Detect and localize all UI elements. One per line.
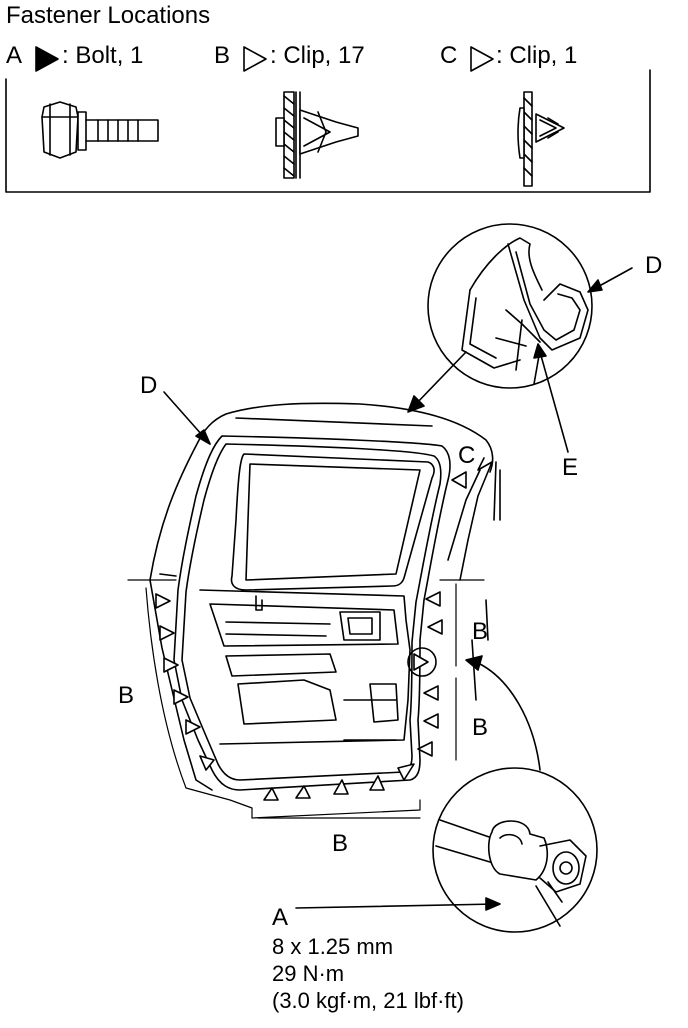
clip-b-markers [155,591,443,801]
detail-circle-weatherstrip [427,223,593,389]
clip-b-marker-icon [295,785,311,799]
legend-box [5,69,651,193]
clip-b-marker-icon [397,763,415,781]
legend-marker-c-icon [470,46,494,72]
clip-b-marker-icon [333,779,349,795]
spec-torque-nm: 29 N·m [272,961,345,986]
clip-b-marker-icon [427,619,443,635]
clip-b-marker-icon [369,775,385,791]
label-a: A [272,904,289,931]
clip-c-marker-icon [451,471,467,489]
bolt-a-location-circle [407,647,437,677]
bolt-a-marker-icon [413,653,429,671]
legend-letter-b: B [214,42,231,69]
weatherstrip-d [173,435,451,791]
legend-marker-a-icon [35,46,59,72]
label-b-right-upper: B [472,618,489,645]
leader-lines [163,267,633,911]
legend-marker-b-icon [243,46,267,72]
detail-circle-bolt [432,767,598,933]
bracket-lines [127,579,485,819]
clip-b-marker-icon [423,685,439,701]
clip-b-marker-icon [159,625,175,641]
legend-letter-c: C [440,42,458,69]
label-b-left: B [118,682,135,709]
label-d-door: D [140,372,158,399]
label-c: C [458,442,476,469]
clip-b-marker-icon [417,741,433,757]
door-outline [149,402,501,791]
page-title: Fastener Locations [6,2,211,29]
clip-b-marker-icon [173,689,189,705]
clip-b-marker-icon [185,719,201,735]
legend-desc-c: : Clip, 1 [496,42,578,69]
clip-b-marker-icon [163,657,179,673]
legend-letter-a: A [6,42,23,69]
bolt-icon [41,101,159,159]
legend-desc-a: : Bolt, 1 [62,42,144,69]
label-e: E [562,454,579,481]
clip-b-marker-icon [199,755,215,771]
door-trim-inner [199,589,411,745]
spec-torque-alt: (3.0 kgf·m, 21 lbf·ft) [272,988,464,1013]
clip-b-marker-icon [155,593,171,609]
label-b-bottom: B [332,830,349,857]
spec-size: 8 x 1.25 mm [272,934,394,959]
clip-b-marker-icon [423,713,439,729]
clip-b-icon [275,91,359,179]
label-d-detail: D [645,252,663,279]
clip-b-marker-icon [425,591,441,607]
clip-b-marker-icon [263,787,279,801]
legend-desc-b: : Clip, 17 [270,42,365,69]
label-b-right-lower: B [472,714,489,741]
clip-c-icon [517,91,565,187]
door-window [230,453,435,591]
